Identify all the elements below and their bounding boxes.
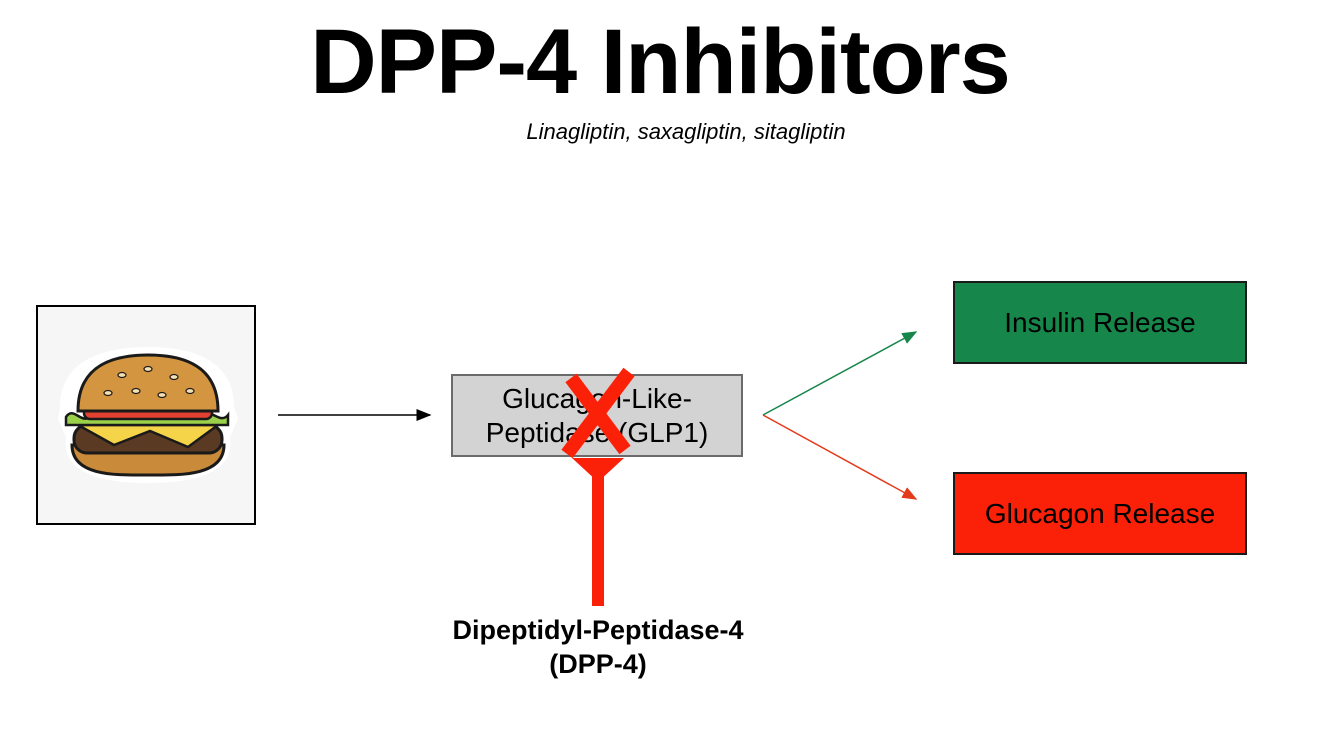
glp1-to-insulin-arrow: [762, 331, 918, 416]
glucagon-release-label: Glucagon Release: [984, 497, 1216, 529]
insulin-release-label: Insulin Release: [1004, 306, 1196, 338]
glucagon-release-box: Glucagon Release: [953, 472, 1247, 555]
food-image-frame: [36, 305, 256, 525]
dpp4-label: Dipeptidyl-Peptidase-4 (DPP-4): [398, 614, 798, 682]
dpp4-inhibition-bar: [572, 458, 624, 606]
dpp4-abbrev: (DPP-4): [549, 648, 647, 679]
glp1-to-glucagon-arrow: [762, 414, 918, 500]
slide-subtitle: Linagliptin, saxagliptin, sitagliptin: [526, 119, 846, 144]
dpp4-name: Dipeptidyl-Peptidase-4: [452, 615, 744, 645]
x-icon: [561, 367, 635, 459]
slide-title: DPP-4 Inhibitors: [310, 11, 1011, 113]
hamburger-icon: [58, 347, 238, 483]
insulin-release-box: Insulin Release: [953, 281, 1247, 364]
